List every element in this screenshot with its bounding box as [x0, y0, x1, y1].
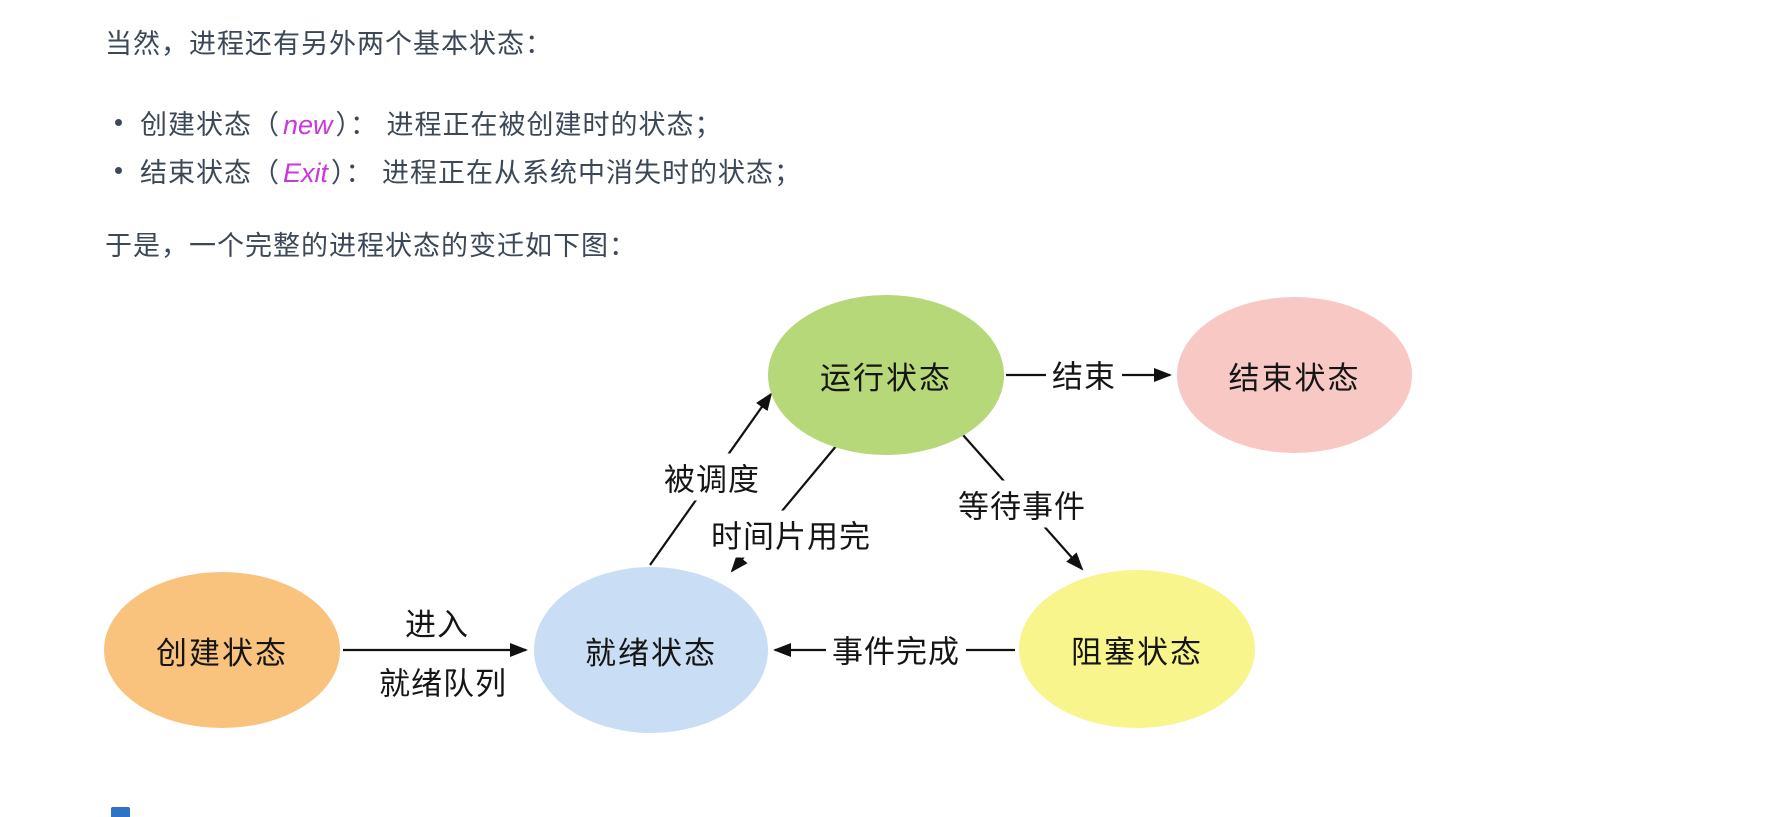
list-item-create-state: 创建状态（new）： 进程正在被创建时的状态；: [105, 98, 802, 146]
clipped-element-bottom: [111, 807, 130, 817]
bullet-dot: [115, 118, 122, 126]
bullet-dot: [115, 166, 122, 174]
edge-label-end: 结束: [1046, 350, 1122, 398]
node-blocked-state: 阻塞状态: [1019, 570, 1255, 728]
list-item-prefix: 结束状态（: [140, 157, 280, 188]
node-exit-state: 结束状态: [1177, 297, 1412, 453]
edge-label-enter-ready-queue-line1: 进入: [405, 607, 469, 643]
inline-code-new: new: [283, 109, 333, 140]
node-label: 阻塞状态: [1071, 634, 1203, 670]
node-running-state: 运行状态: [768, 295, 1004, 455]
paragraph-lead-in: 于是，一个完整的进程状态的变迁如下图：: [105, 231, 637, 261]
node-label: 创建状态: [156, 635, 288, 671]
list-item-suffix: ）： 进程正在从系统中消失时的状态；: [331, 157, 803, 188]
edge-label-event-done: 事件完成: [826, 625, 966, 673]
node-label: 就绪状态: [585, 635, 717, 671]
edge-label-wait-event: 等待事件: [952, 480, 1092, 528]
list-item-text: 创建状态（new）： 进程正在被创建时的状态；: [140, 103, 723, 142]
node-ready-state: 就绪状态: [534, 567, 768, 733]
edge-label-enter-ready-queue-line2: 就绪队列: [379, 666, 507, 702]
list-item-suffix: ）： 进程正在被创建时的状态；: [335, 109, 723, 140]
edge-label-scheduled: 被调度: [658, 453, 766, 501]
node-create-state: 创建状态: [104, 572, 340, 728]
paragraph-intro: 当然，进程还有另外两个基本状态：: [105, 29, 553, 59]
inline-code-exit: Exit: [283, 157, 329, 188]
basic-states-list: 创建状态（new）： 进程正在被创建时的状态； 结束状态（Exit）： 进程正在…: [105, 98, 802, 194]
node-label: 运行状态: [820, 360, 952, 396]
list-item-exit-state: 结束状态（Exit）： 进程正在从系统中消失时的状态；: [105, 146, 802, 194]
list-item-text: 结束状态（Exit）： 进程正在从系统中消失时的状态；: [140, 151, 802, 190]
node-label: 结束状态: [1228, 360, 1361, 396]
edge-label-timeslice-used: 时间片用完: [705, 510, 877, 558]
list-item-prefix: 创建状态（: [140, 109, 280, 140]
